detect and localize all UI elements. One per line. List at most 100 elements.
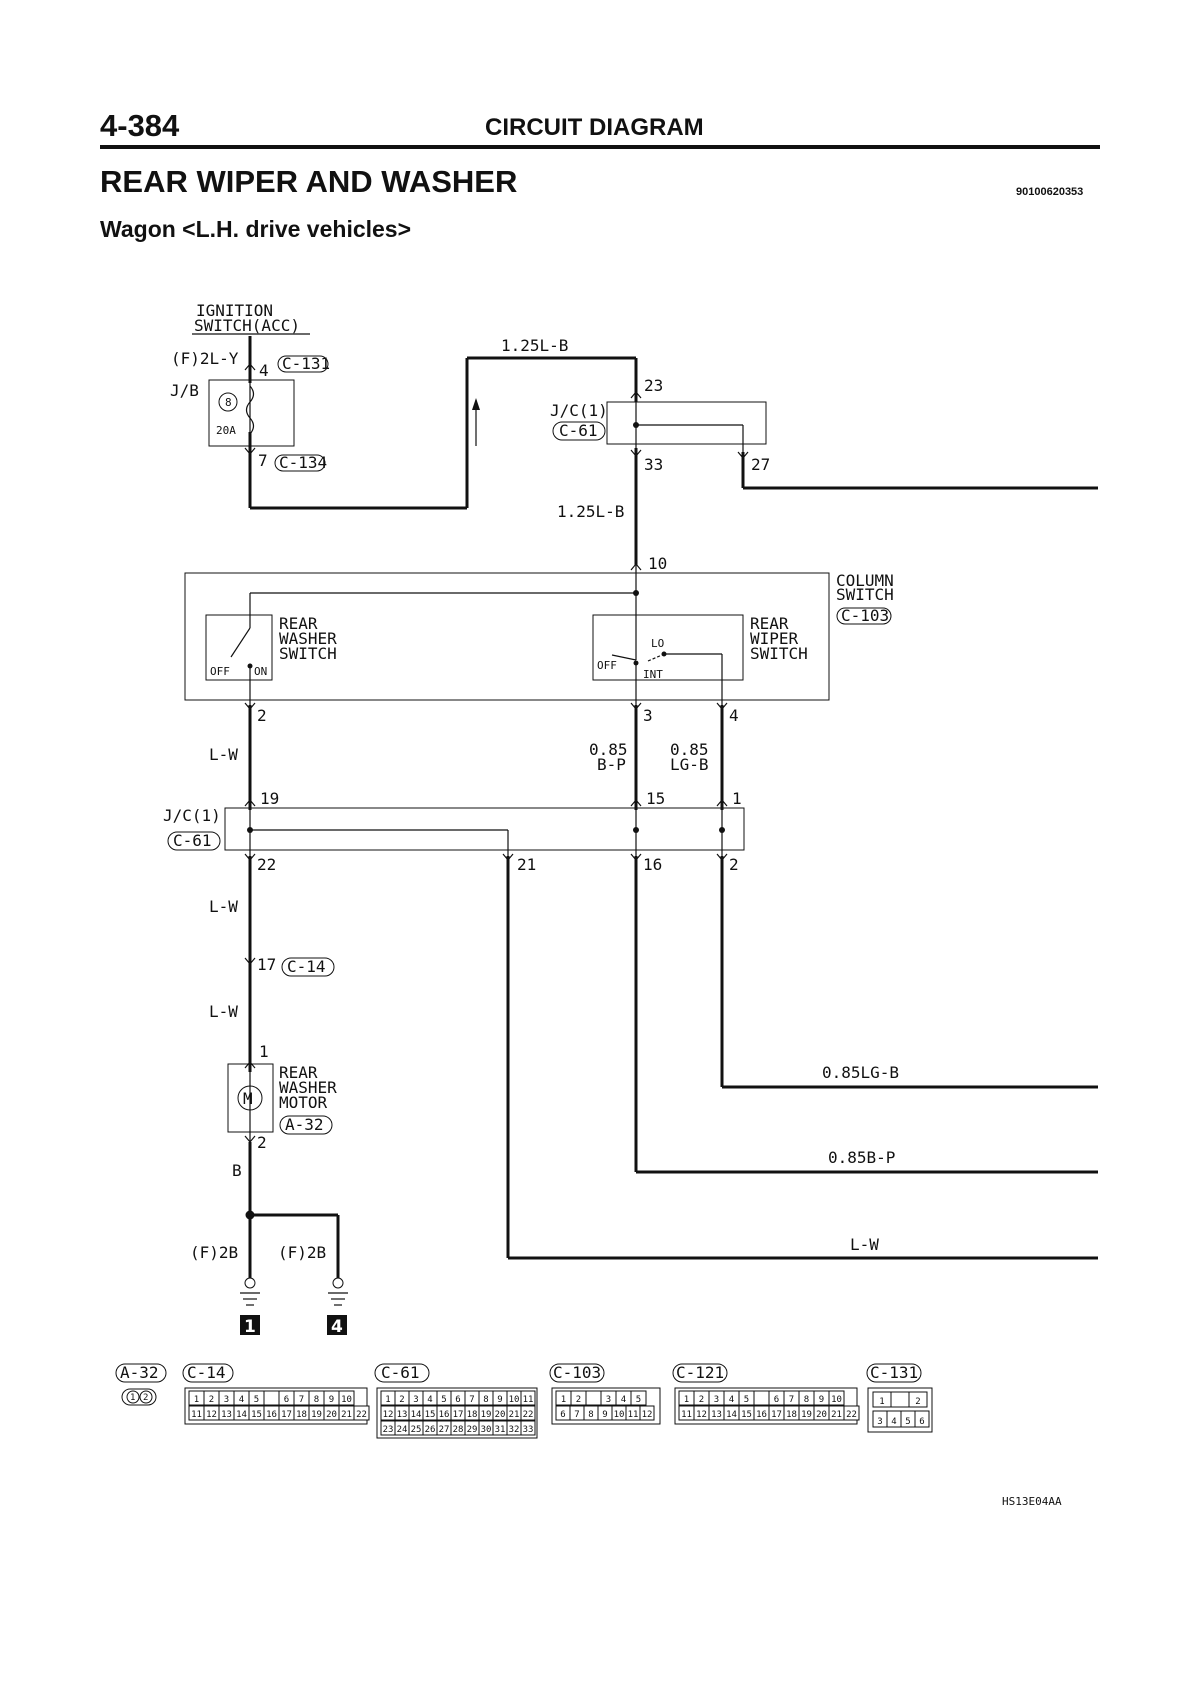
c61-pin-label: 14 — [411, 1410, 422, 1420]
c121-pin-label: 18 — [786, 1410, 797, 1420]
c14-pin-label: 20 — [326, 1410, 337, 1420]
pin-label: 23 — [644, 376, 663, 395]
wiper-switch-label-3: SWITCH — [750, 644, 808, 663]
c14-pin-label: 21 — [341, 1410, 352, 1420]
c14-pin-label: 15 — [251, 1410, 262, 1420]
junction-block-label: J/B — [170, 381, 199, 400]
terminal-arrows — [244, 363, 749, 1143]
view-label-c61: C-61 — [381, 1363, 420, 1382]
ground-point-1: 1 — [244, 1317, 256, 1337]
a32-pin-2-label: 2 — [143, 1393, 148, 1403]
wire-label-lgb-color: LG-B — [670, 755, 709, 774]
connector-c61-top-label: C-61 — [559, 421, 598, 440]
c14-pin-label: 12 — [206, 1410, 217, 1420]
c61-pin-label: 13 — [397, 1410, 408, 1420]
ground-point-4-badge — [327, 1315, 347, 1335]
c121-pin-label: 7 — [789, 1395, 794, 1405]
c131-cavity — [908, 1391, 928, 1408]
terminal-arrow — [716, 853, 728, 861]
c14-pin-label: 16 — [266, 1410, 277, 1420]
a32-pin-1 — [126, 1390, 140, 1404]
c103-pin-label: 11 — [628, 1410, 639, 1420]
ground-symbol-right — [328, 1277, 348, 1306]
c131-pin-label: 5 — [905, 1417, 910, 1427]
c61-pin-label: 24 — [397, 1425, 408, 1435]
c121-pin-label: 17 — [771, 1410, 782, 1420]
pin-label: 4 — [259, 361, 269, 380]
connector-c14-label: C-14 — [287, 957, 326, 976]
header-rule — [100, 145, 1100, 149]
c131-pin-label: 1 — [879, 1397, 884, 1407]
c61-cavity — [520, 1390, 536, 1406]
c61-pin-label: 23 — [383, 1425, 394, 1435]
figure-code: HS13E04AA — [1002, 1495, 1062, 1508]
wire-label-out-bp: 0.85B-P — [828, 1148, 895, 1167]
c61-pin-label: 25 — [411, 1425, 422, 1435]
c103-cavity — [630, 1390, 647, 1406]
pin-label: 1 — [259, 1042, 269, 1061]
c121-pin-label: 5 — [744, 1395, 749, 1405]
c61-pin-label: 32 — [509, 1425, 520, 1435]
fuse-symbol — [245, 385, 255, 435]
pin-label: 3 — [643, 706, 653, 725]
pin-label: 22 — [257, 855, 276, 874]
badge-a32 — [279, 1115, 333, 1135]
terminal-arrow — [244, 1061, 256, 1069]
wire-label-lw-2: L-W — [209, 897, 238, 916]
wiper-switch-lo-link — [647, 654, 663, 662]
c103-pin-label: 9 — [602, 1410, 607, 1420]
c103-outline — [551, 1387, 661, 1425]
c61-pin-label: 9 — [497, 1395, 502, 1405]
terminal-arrow — [630, 702, 642, 710]
c14-pin-label: 11 — [191, 1410, 202, 1420]
c14-pin-label: 1 — [194, 1395, 199, 1405]
washer-switch-label-3: SWITCH — [279, 644, 337, 663]
a32-pin-2 — [139, 1390, 153, 1404]
c61-pin-label: 29 — [467, 1425, 478, 1435]
badge-c61-bottom — [167, 831, 221, 851]
pin-label: 2 — [257, 1133, 267, 1152]
junction-dot — [633, 590, 639, 596]
c61-pin-label: 27 — [439, 1425, 450, 1435]
pin-label: 33 — [644, 455, 663, 474]
ground-terminal — [332, 1277, 344, 1289]
terminal-arrow — [244, 957, 256, 965]
view-label-c103: C-103 — [553, 1363, 601, 1382]
ground-symbol-left — [240, 1277, 260, 1306]
page-title: REAR WIPER AND WASHER — [100, 164, 518, 199]
wiper-switch-label-2: WIPER — [750, 629, 799, 648]
c121-pin-label: 2 — [699, 1395, 704, 1405]
c61-pin-label: 8 — [483, 1395, 488, 1405]
c14-pin-label: 6 — [284, 1395, 289, 1405]
badge-c61-top — [552, 421, 606, 441]
motor-label-1: REAR — [279, 1063, 318, 1082]
motor-label-2: WASHER — [279, 1078, 337, 1097]
c14-pin-label: 13 — [221, 1410, 232, 1420]
c121-cavity — [828, 1390, 845, 1406]
c61-pin-label: 12 — [383, 1410, 394, 1420]
washer-switch-label-2: WASHER — [279, 629, 337, 648]
terminal-arrow — [630, 391, 642, 399]
junction-dot — [245, 1210, 255, 1220]
c131-cavity — [890, 1391, 910, 1408]
c61-pin-label: 1 — [385, 1395, 390, 1405]
c121-cavity — [843, 1405, 860, 1421]
c61-pin-label: 4 — [427, 1395, 432, 1405]
terminal-arrow — [244, 799, 256, 807]
a32-pin-1-label: 1 — [130, 1393, 135, 1403]
c61-pin-label: 30 — [481, 1425, 492, 1435]
pin-label: 1 — [732, 789, 742, 808]
c131-pin-label: 6 — [919, 1417, 924, 1427]
c61-outline — [376, 1387, 538, 1439]
c103-pin-label: 3 — [606, 1395, 611, 1405]
c61-pin-label: 6 — [455, 1395, 460, 1405]
c61-pin-label: 7 — [469, 1395, 474, 1405]
c61-pin-label: 31 — [495, 1425, 506, 1435]
wire-network — [230, 336, 1098, 1278]
junction-dots — [245, 422, 725, 1220]
c61-pin-label: 22 — [523, 1410, 534, 1420]
badge-c103 — [836, 607, 892, 625]
wire-label-lw-1: L-W — [209, 745, 238, 764]
